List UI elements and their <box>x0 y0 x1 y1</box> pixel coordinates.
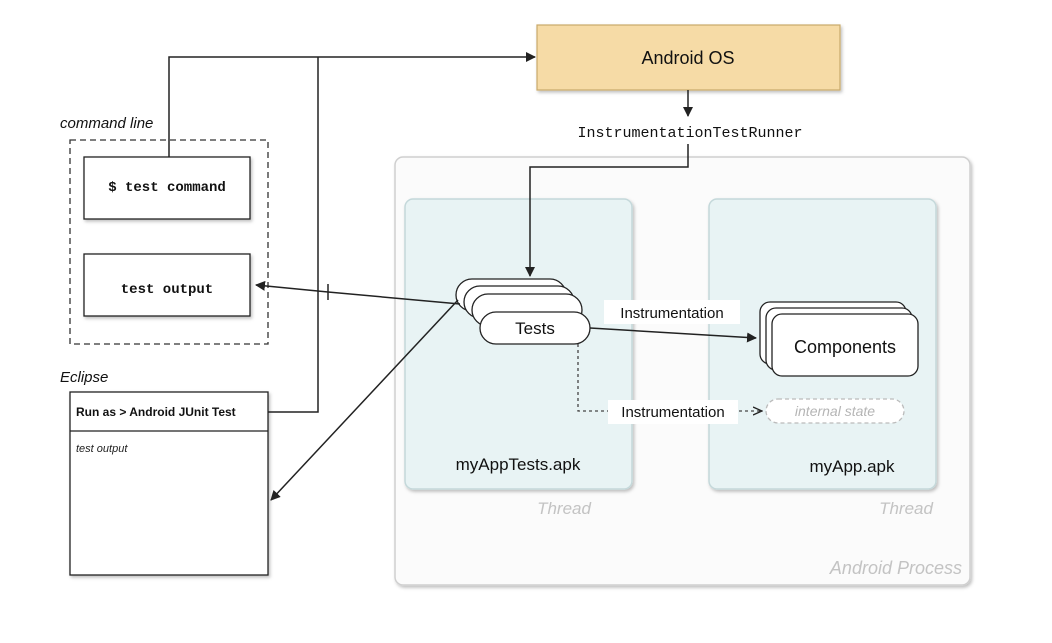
eclipse-output: test output <box>76 443 128 455</box>
tests-stack: Tests <box>455 278 591 345</box>
tests-to-eclipse-arrow <box>270 299 459 501</box>
test-output-box <box>83 253 251 317</box>
test-output-text: test output <box>121 282 213 298</box>
test-command-box <box>83 156 251 220</box>
components-box <box>771 313 919 377</box>
eclipse-caption: Eclipse <box>60 369 108 386</box>
android-os-box <box>536 24 841 91</box>
tests-label: Tests <box>515 319 555 338</box>
tests-apk-label: myAppTests.apk <box>456 455 581 474</box>
components-stack: Components <box>759 301 919 377</box>
instrumentation-label-1: Instrumentation <box>620 305 723 322</box>
instrumentation-label-2: Instrumentation <box>621 404 724 421</box>
internal-state-box <box>765 398 905 424</box>
instrumentation-arrow-2 <box>577 344 762 411</box>
command-line-group <box>69 139 269 345</box>
internal-state-label: internal state <box>795 403 875 419</box>
instrumentation-label-2-bg <box>608 400 738 424</box>
android-os-label: Android OS <box>641 48 734 68</box>
instrumentation-arrow-1 <box>589 327 757 343</box>
test-command-text: $ test command <box>108 180 226 196</box>
tests-to-output-arrow <box>255 280 461 305</box>
android-process-label: Android Process <box>829 558 962 578</box>
eclipse-to-os-line <box>268 57 319 413</box>
runner-to-tests-arrow <box>525 144 689 277</box>
eclipse-window <box>69 391 269 576</box>
eclipse-run-as: Run as > Android JUnit Test <box>76 405 236 419</box>
components-label: Components <box>794 337 896 357</box>
instrumentation-label-1-bg <box>604 300 740 324</box>
command-line-caption: command line <box>60 115 153 132</box>
app-thread-label: Thread <box>879 499 933 518</box>
runner-label: InstrumentationTestRunner <box>577 125 802 142</box>
tests-thread-label: Thread <box>537 499 591 518</box>
command-to-os-arrow <box>168 52 536 157</box>
app-apk-label: myApp.apk <box>809 457 895 476</box>
